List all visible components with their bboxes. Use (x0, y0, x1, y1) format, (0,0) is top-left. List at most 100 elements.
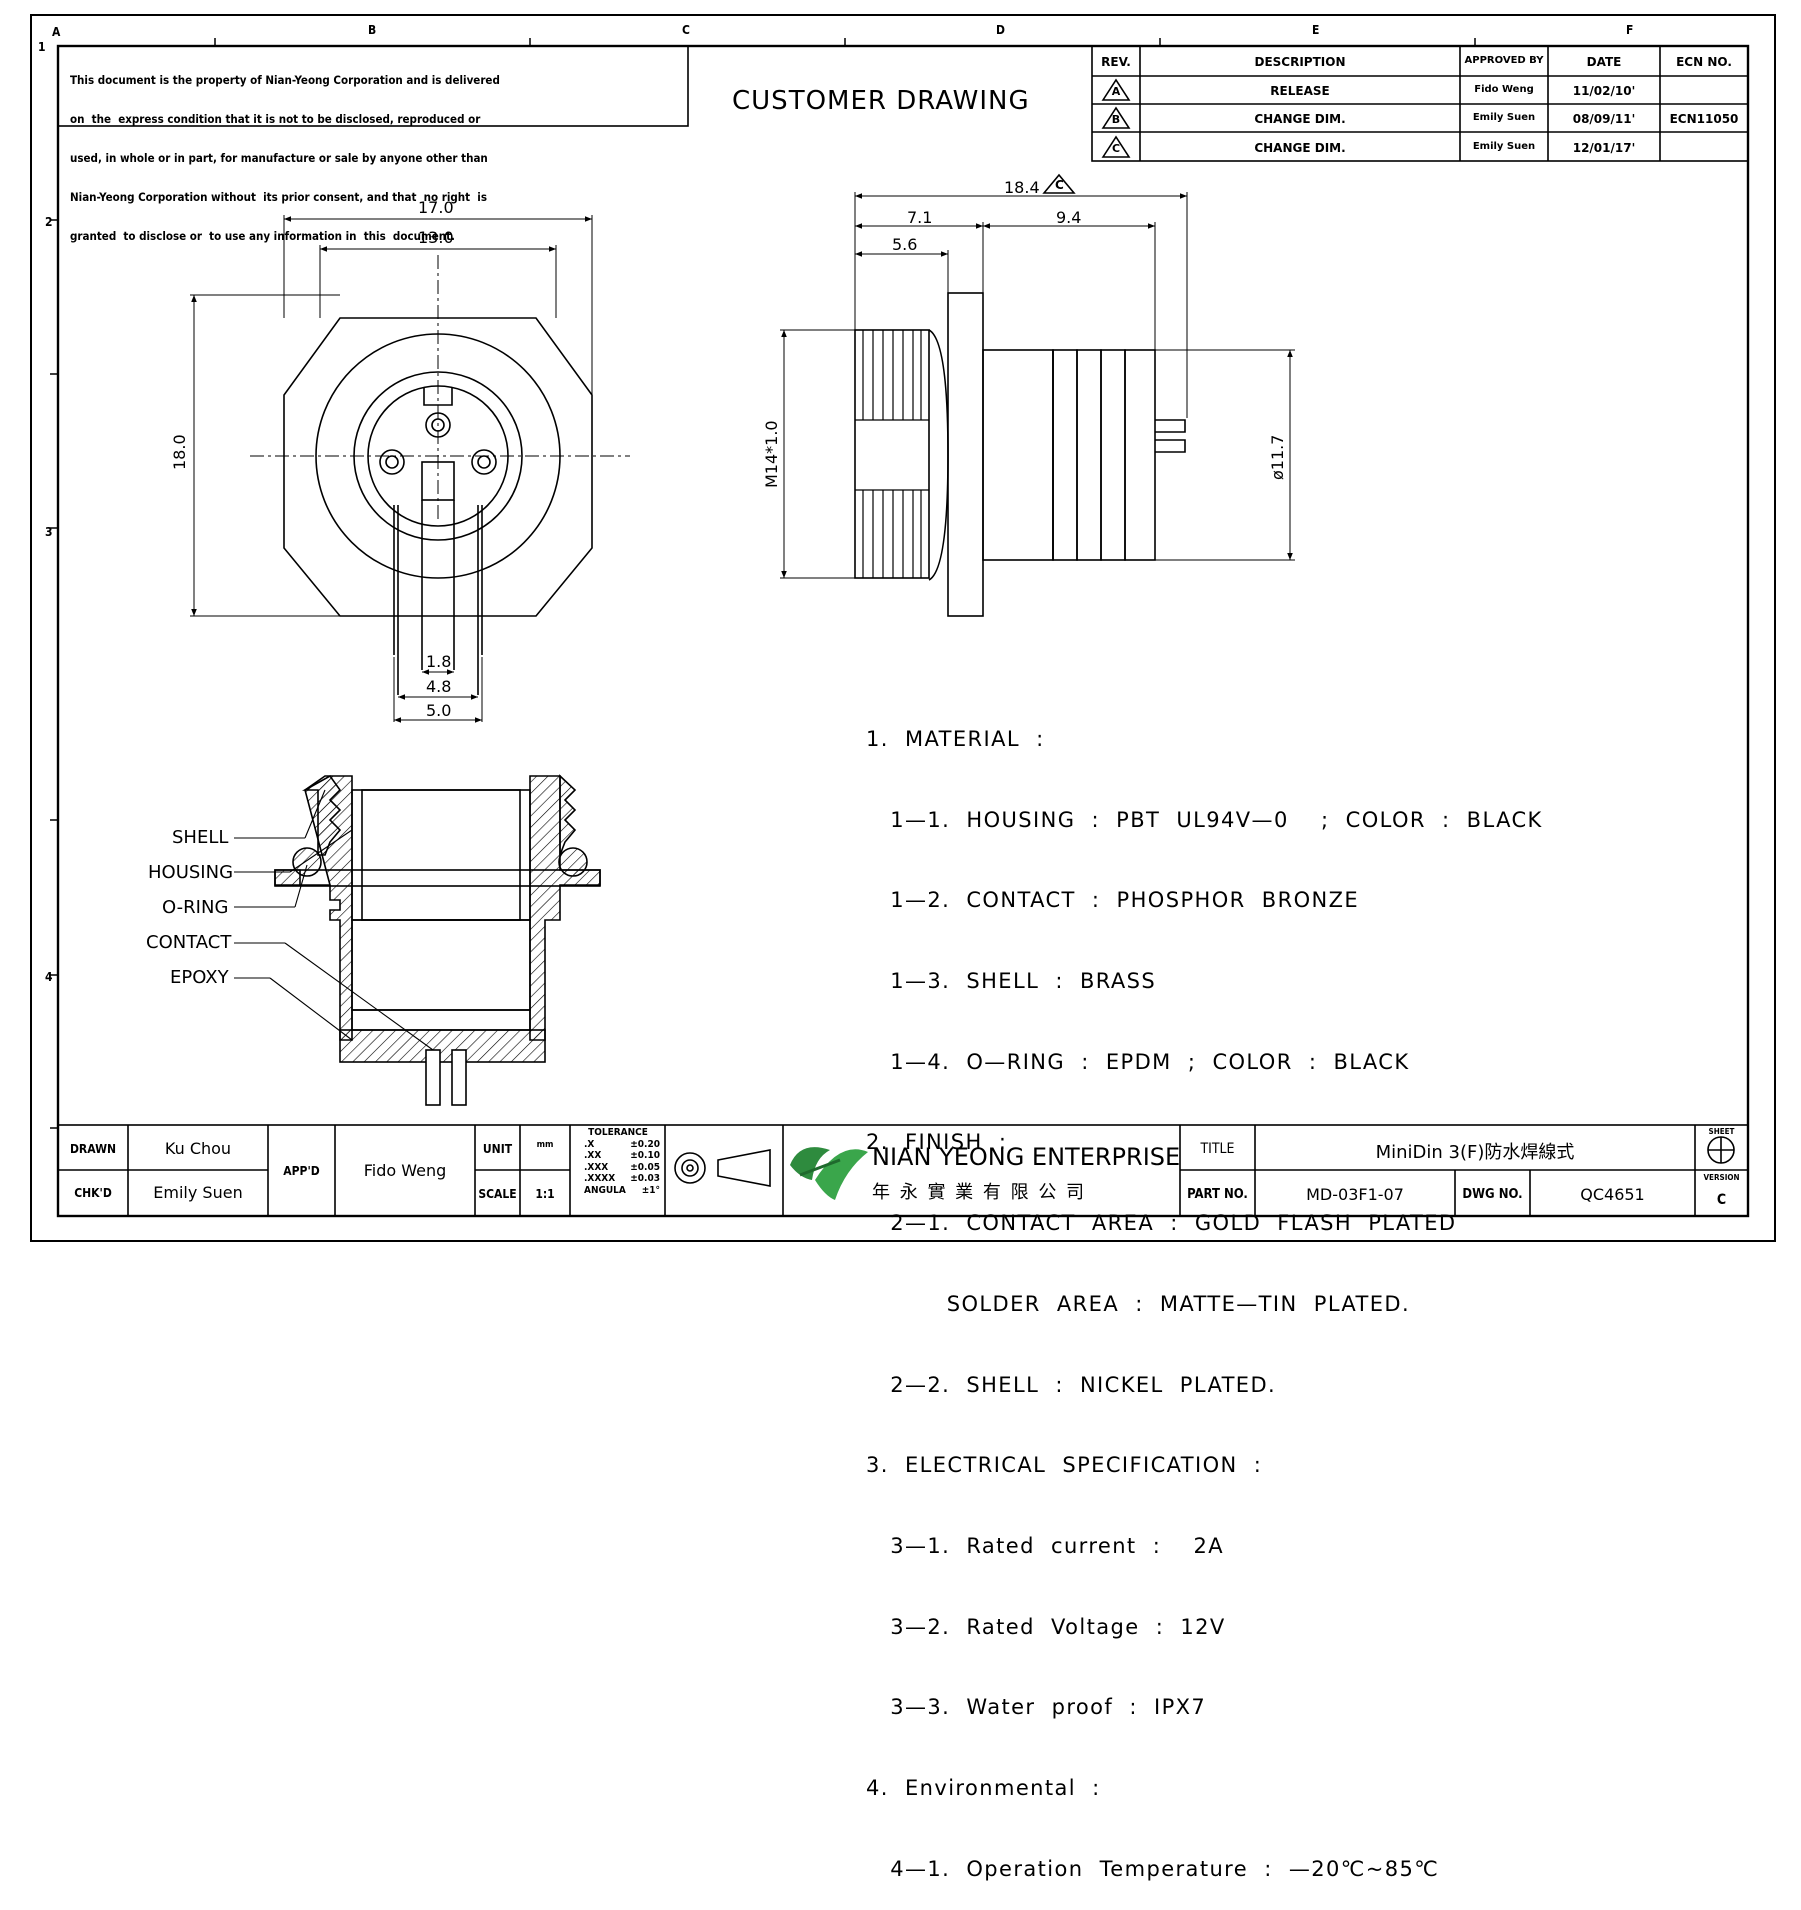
partno-label: PART NO. (1187, 1187, 1248, 1202)
unit-label: UNIT (482, 1142, 513, 1156)
company-name-cn: 年 永 實 業 有 限 公 司 (872, 1182, 1087, 1203)
title-label: TITLE (1200, 1141, 1235, 1157)
dim-tab-width: 5.0 (426, 701, 452, 720)
note-line: 4. Environmental : (866, 1776, 1101, 1801)
note-line: 4—1. Operation Temperature : —20℃~85℃ (866, 1856, 1440, 1881)
rev-b-approved: Emily Suen (1472, 112, 1536, 123)
tol-value: ±1° (641, 1184, 660, 1196)
title-block-lines (57, 1124, 1749, 1217)
tol-key: .XX (584, 1150, 602, 1161)
conf-line: This document is the property of Nian-Ye… (70, 73, 500, 87)
dwgno-label: DWG NO. (1462, 1187, 1523, 1202)
rev-b-mark: B (1111, 113, 1121, 126)
tolerance-row: .XXX ±0.05 (572, 1162, 664, 1174)
label-o-ring: O-RING (162, 897, 229, 918)
version-value: C (1716, 1192, 1727, 1208)
rev-c-dim-mark: C (1055, 178, 1064, 192)
tol-value: ±0.05 (630, 1161, 660, 1173)
partno-value: MD-03F1-07 (1306, 1185, 1404, 1204)
chkd-label: CHK'D (74, 1186, 112, 1200)
tol-value: ±0.03 (630, 1173, 660, 1184)
col-f-label: F (1626, 23, 1634, 37)
note-line: 2. FINISH : (866, 1130, 1008, 1155)
rev-c-description: CHANGE DIM. (1254, 141, 1346, 155)
appd-label: APP'D (283, 1164, 320, 1178)
conf-line: granted to disclose or to use any inform… (70, 229, 455, 243)
unit-value: mm (536, 1140, 554, 1150)
dim-inner-width: 13.0 (418, 228, 454, 247)
label-contact: CONTACT (146, 932, 232, 953)
rev-b-ecn: ECN11050 (1669, 112, 1739, 126)
tolerance-row: ANGULA ±1° (572, 1185, 664, 1197)
rev-a-approved: Fido Weng (1474, 84, 1534, 95)
dwgno-value: QC4651 (1580, 1185, 1645, 1204)
row-3-label: 3 (45, 525, 53, 539)
rev-b-date: 08/09/11' (1572, 112, 1636, 126)
note-line: 1—2. CONTACT : PHOSPHOR BRONZE (866, 888, 1360, 913)
conf-line: on the express condition that it is not … (70, 112, 481, 126)
drawn-value: Ku Chou (164, 1139, 232, 1158)
dim-outer-width: 17.0 (418, 198, 454, 217)
tol-key: ANGULA (584, 1184, 626, 1196)
col-e-label: E (1312, 23, 1320, 37)
rev-a-description: RELEASE (1270, 84, 1330, 98)
label-shell: SHELL (172, 827, 229, 848)
drawn-label: DRAWN (69, 1142, 117, 1156)
col-c-label: C (682, 23, 690, 37)
tol-key: .XXXX (584, 1173, 616, 1184)
col-d-label: D (996, 23, 1005, 37)
row-1-label: 1 (38, 40, 46, 54)
conf-line: Nian-Yeong Corporation without its prior… (70, 190, 487, 204)
label-housing: HOUSING (148, 862, 234, 883)
note-line: 3. ELECTRICAL SPECIFICATION : (866, 1453, 1263, 1478)
label-epoxy: EPOXY (170, 967, 229, 988)
rev-a-date: 11/02/10' (1572, 84, 1636, 98)
chkd-value: Emily Suen (153, 1183, 243, 1202)
dim-pin-width: 1.8 (426, 652, 452, 671)
rev-c-mark: C (1111, 142, 1121, 155)
company-name-en: NIAN YEONG ENTERPRISE (872, 1143, 1181, 1171)
note-line: 2—1. CONTACT AREA : GOLD FLASH PLATED (866, 1211, 1457, 1236)
tol-value: ±0.10 (630, 1150, 660, 1161)
approved-header: APPROVED BY (1464, 55, 1544, 66)
drawing-title: MiniDin 3(F)防水焊線式 (1375, 1142, 1575, 1163)
dim-diameter: ø11.7 (1268, 434, 1287, 480)
rev-c-date: 12/01/17' (1572, 141, 1636, 155)
dim-height: 18.0 (170, 434, 189, 470)
front-view (190, 215, 630, 723)
tol-key: .X (584, 1138, 595, 1150)
ecn-header: ECN NO. (1676, 55, 1732, 69)
tolerance-block: TOLERANCE .X±0.20 .XX±0.10 .XXX±0.05 .XX… (572, 1127, 664, 1196)
appd-value: Fido Weng (363, 1161, 447, 1180)
header-boxes (57, 45, 1749, 162)
note-line: SOLDER AREA : MATTE—TIN PLATED. (866, 1291, 1411, 1316)
scale-label: SCALE (478, 1187, 517, 1201)
tolerance-row: .XXXX ±0.03 (572, 1173, 664, 1185)
date-header: DATE (1586, 55, 1622, 69)
note-line: 1—1. HOUSING : PBT UL94V—0 ; COLOR : BLA… (866, 807, 1543, 832)
rev-c-approved: Emily Suen (1472, 141, 1536, 152)
rev-a-mark: A (1111, 85, 1121, 98)
dim-c: 5.6 (892, 235, 918, 254)
scale-value: 1:1 (535, 1187, 555, 1201)
row-2-label: 2 (45, 215, 53, 229)
rev-header: REV. (1101, 55, 1131, 69)
dim-total-length: 18.4 (1004, 178, 1040, 197)
section-view (234, 774, 601, 1106)
drawing-header-title: CUSTOMER DRAWING (732, 86, 1030, 116)
conf-line: used, in whole or in part, for manufactu… (70, 151, 488, 165)
dim-b: 9.4 (1056, 208, 1082, 227)
description-header: DESCRIPTION (1254, 55, 1346, 69)
note-line: 2—2. SHELL : NICKEL PLATED. (866, 1372, 1277, 1397)
tolerance-title: TOLERANCE (588, 1127, 648, 1138)
side-view (780, 173, 1295, 617)
dim-thread: M14*1.0 (762, 420, 781, 488)
row-4-label: 4 (45, 970, 53, 984)
version-label: VERSION (1703, 1173, 1740, 1182)
note-line: 3—1. Rated current : 2A (866, 1534, 1225, 1558)
dim-a: 7.1 (907, 208, 933, 227)
col-b-label: B (368, 23, 377, 37)
tol-key: .XXX (584, 1161, 609, 1173)
drawing-canvas (30, 14, 1776, 1242)
sheet-label: SHEET (1708, 1127, 1735, 1136)
